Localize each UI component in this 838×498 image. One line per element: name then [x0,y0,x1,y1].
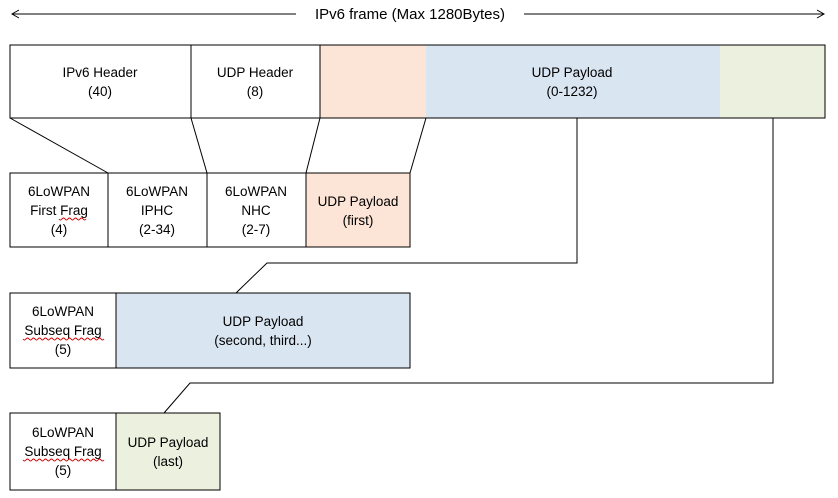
last-frag-header-line3: (5) [55,463,72,478]
subseq-frag-header-line2: Subseq Frag [24,323,101,338]
last-frag-header-cell: 6LoWPAN Subseq Frag (5) [22,425,105,478]
connector-payload-middle-to-subseq-frag [235,118,578,294]
connector-payload-last-to-last-frag [163,118,774,414]
last-frag-header-line2: Subseq Frag [24,444,101,459]
frame-arrow-right-head [816,9,826,19]
subsequent-fragment-row: 6LoWPAN Subseq Frag (5) UDP Payload (sec… [9,292,411,369]
first-fragment-payload-fill [306,173,410,247]
udp-header-size: (8) [247,84,264,99]
connector-lines [9,117,774,414]
connector-udp-header-to-nhc [305,117,321,174]
subseq-frag-header-line3: (5) [55,342,72,357]
first-fragment-outline [9,172,411,248]
ipv6-packet-outline [9,44,826,119]
iphc-line2: IPHC [141,203,174,218]
last-frag-payload-line1: UDP Payload [128,435,209,450]
subseq-frag-payload-line2: (second, third...) [214,333,312,348]
frame-title: IPv6 frame (Max 1280Bytes) [315,6,505,23]
subseq-fragment-payload-fill [116,293,410,368]
ipv6-packet-row: IPv6 Header (40) UDP Header (8) UDP Payl… [9,44,826,119]
subseq-frag-header-cell: 6LoWPAN Subseq Frag (5) [22,304,105,357]
nhc-line1: 6LoWPAN [225,184,287,199]
udp-payload-first-portion [320,45,426,118]
iphc-line1: 6LoWPAN [126,184,188,199]
ipv6-header-cell: IPv6 Header (40) [62,65,138,99]
last-fragment-outline [9,412,221,491]
iphc-line3: (2-34) [139,222,175,237]
udp-header-label: UDP Header [217,65,294,80]
spellcheck-underline [22,337,105,341]
ipv6-header-size: (40) [88,84,112,99]
subseq-frag-payload-cell: UDP Payload (second, third...) [214,314,312,348]
first-frag-payload-line1: UDP Payload [318,194,399,209]
last-fragment-payload-fill [116,413,220,490]
last-frag-payload-cell: UDP Payload (last) [128,435,209,469]
spellcheck-underline [22,458,105,462]
udp-header-cell: UDP Header (8) [217,65,294,99]
nhc-cell: 6LoWPAN NHC (2-7) [225,184,287,237]
first-frag-payload-line2: (first) [343,213,374,228]
udp-payload-cell: UDP Payload (0-1232) [532,65,613,99]
udp-payload-last-portion [720,45,825,118]
connector-payload-first-to-first-frag [409,117,427,174]
udp-payload-middle-portion [426,45,720,118]
spellcheck-underline [58,217,87,221]
frame-size-indicator: IPv6 frame (Max 1280Bytes) [10,6,826,23]
first-frag-header-line2: First Frag [30,203,88,218]
first-frag-header-cell: 6LoWPAN First Frag (4) [28,184,90,237]
subseq-frag-payload-line1: UDP Payload [223,314,304,329]
first-frag-header-line3: (4) [51,222,68,237]
frame-arrow-left-head [10,9,20,19]
subseq-fragment-outline [9,292,411,369]
last-fragment-row: 6LoWPAN Subseq Frag (5) UDP Payload (las… [9,412,221,491]
iphc-cell: 6LoWPAN IPHC (2-34) [126,184,188,237]
nhc-line2: NHC [241,203,270,218]
last-frag-payload-line2: (last) [153,454,183,469]
first-frag-header-line1: 6LoWPAN [28,184,90,199]
ipv6-header-label: IPv6 Header [62,65,138,80]
subseq-frag-header-line1: 6LoWPAN [32,304,94,319]
udp-payload-label: UDP Payload [532,65,613,80]
connector-ipv6-header-to-first-frag [9,117,109,174]
connector-ipv6-header-to-iphc [190,117,208,174]
nhc-line3: (2-7) [242,222,271,237]
first-frag-payload-cell: UDP Payload (first) [318,194,399,228]
last-frag-header-line1: 6LoWPAN [32,425,94,440]
udp-payload-size: (0-1232) [546,84,597,99]
first-fragment-row: 6LoWPAN First Frag (4) 6LoWPAN IPHC (2-3… [9,172,411,248]
